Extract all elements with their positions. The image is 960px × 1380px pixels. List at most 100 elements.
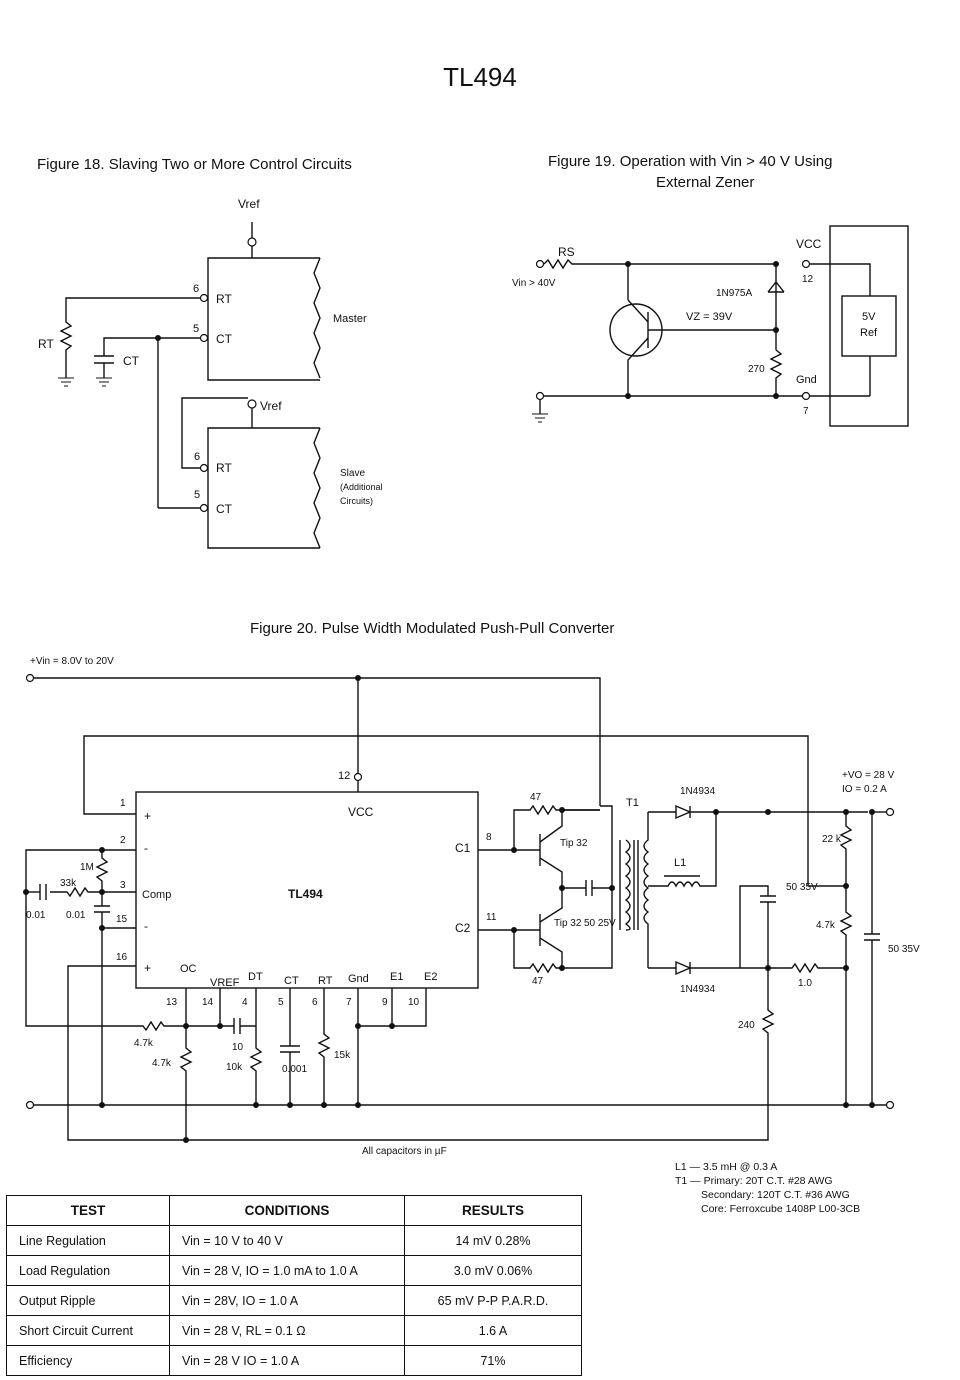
figure-18-schematic: Vref Master RT CT 6 5 RT CT Vref	[38, 197, 383, 549]
pin-e2: E2	[424, 971, 437, 983]
c001b-label: 0.01	[66, 910, 86, 921]
pin16-label: 16	[116, 952, 128, 963]
pin16-plus: +	[144, 961, 151, 975]
pin15-label: 15	[116, 914, 128, 925]
pin1-label: 1	[120, 798, 126, 809]
cell-test: Short Circuit Current	[6, 1315, 170, 1346]
slave-pin6-label: 6	[194, 451, 200, 463]
pin6-label: 6	[312, 997, 318, 1008]
r47-bot-label: 47	[532, 976, 544, 987]
pin-rt: RT	[318, 975, 333, 987]
r47k-a-label: 4.7k	[134, 1038, 154, 1049]
pin6-label: 6	[193, 283, 199, 295]
r33k-label: 33k	[60, 878, 77, 889]
ic-label: TL494	[288, 887, 323, 901]
pin1-plus: +	[144, 809, 151, 823]
t1-label: T1	[626, 797, 639, 809]
cell-results: 65 mV P-P P.A.R.D.	[404, 1285, 582, 1316]
pin2-label: 2	[120, 835, 126, 846]
pin9-label: 9	[382, 997, 388, 1008]
vz-label: VZ = 39V	[686, 311, 733, 323]
pin-ct: CT	[284, 975, 299, 987]
slave-label-1: Slave	[340, 468, 365, 479]
note-t1-secondary: Secondary: 120T C.T. #36 AWG	[701, 1189, 850, 1201]
rs-label: RS	[558, 245, 575, 259]
pin5-label: 5	[278, 997, 284, 1008]
capacitor-note: All capacitors in µF	[362, 1146, 447, 1157]
figure-19-caption-line1: Figure 19. Operation with Vin > 40 V Usi…	[548, 153, 833, 170]
master-label: Master	[333, 313, 367, 325]
slave-vref-label: Vref	[260, 399, 282, 413]
pin3-label: 3	[120, 880, 126, 891]
header-test: TEST	[6, 1195, 170, 1226]
table-row: Output Ripple Vin = 28V, IO = 1.0 A 65 m…	[6, 1285, 582, 1316]
cell-conditions: Vin = 28 V, IO = 1.0 mA to 1.0 A	[169, 1255, 405, 1286]
vref-label: Vref	[238, 197, 260, 211]
master-ct-label: CT	[216, 332, 233, 346]
figure-20-schematic: +Vin = 8.0V to 20V 12 VCC TL494 + - Comp…	[23, 656, 920, 1143]
cell-test: Output Ripple	[6, 1285, 170, 1316]
pin-gnd: Gnd	[348, 973, 369, 985]
tip32-bot-label: Tip 32	[554, 918, 582, 929]
vo-label: +VO = 28 V	[842, 770, 895, 781]
r10-label: 1.0	[798, 978, 812, 989]
zener-label: 1N975A	[716, 288, 752, 299]
l1-label: L1	[674, 857, 686, 869]
r10k-label: 10k	[226, 1062, 243, 1073]
table-row: Load Regulation Vin = 28 V, IO = 1.0 mA …	[6, 1255, 582, 1286]
table-row: Line Regulation Vin = 10 V to 40 V 14 mV…	[6, 1225, 582, 1256]
pin13-label: 13	[166, 997, 178, 1008]
figure-20-caption: Figure 20. Pulse Width Modulated Push-Pu…	[250, 620, 615, 637]
header-conditions: CONDITIONS	[169, 1195, 405, 1226]
rt-label: RT	[38, 337, 54, 351]
table-row: Efficiency Vin = 28 V IO = 1.0 A 71%	[6, 1345, 582, 1376]
comp-label: Comp	[142, 889, 171, 901]
c50-25-label: 50 25V	[584, 918, 616, 929]
cell-results: 71%	[404, 1345, 582, 1376]
cell-conditions: Vin = 28 V, RL = 0.1 Ω	[169, 1315, 405, 1346]
r270-label: 270	[748, 364, 765, 375]
pin7-label: 7	[803, 406, 809, 417]
pin-vref: VREF	[210, 977, 240, 989]
pin4-label: 4	[242, 997, 248, 1008]
page-title: TL494	[443, 62, 517, 92]
figure-19-schematic: RS Vin > 40V 1N975A VZ = 39V 270 VCC 12 …	[512, 225, 909, 427]
c2-label: C2	[455, 921, 471, 935]
figure-19-caption-line2: External Zener	[656, 174, 755, 191]
c1-label: C1	[455, 841, 471, 855]
diode-bot-label: 1N4934	[680, 984, 715, 995]
cell-results: 1.6 A	[404, 1315, 582, 1346]
r47k-c-label: 4.7k	[816, 920, 836, 931]
ref-label-2: Ref	[860, 327, 878, 339]
gnd-label: Gnd	[796, 374, 817, 386]
pin2-minus: -	[144, 841, 148, 855]
pin-e1: E1	[390, 971, 403, 983]
io-label: IO = 0.2 A	[842, 784, 887, 795]
tip32-top-label: Tip 32	[560, 838, 588, 849]
pin15-minus: -	[144, 919, 148, 933]
master-rt-label: RT	[216, 292, 232, 306]
ref-label-1: 5V	[862, 311, 876, 323]
slave-ct-label: CT	[216, 502, 233, 516]
note-t1-primary: T1 — Primary: 20T C.T. #28 AWG	[675, 1175, 833, 1187]
note-core: Core: Ferroxcube 1408P L00-3CB	[701, 1203, 861, 1215]
results-table: TEST CONDITIONS RESULTS Line Regulation …	[6, 1195, 582, 1376]
pin7-label: 7	[346, 997, 352, 1008]
slave-rt-label: RT	[216, 461, 232, 475]
pin8-label: 8	[486, 832, 492, 843]
c50-35a-label: 50 35V	[786, 882, 818, 893]
ct-label: CT	[123, 354, 140, 368]
vcc-label: VCC	[348, 805, 374, 819]
pin10-label: 10	[408, 997, 420, 1008]
r47-top-label: 47	[530, 792, 542, 803]
pin12-label: 12	[338, 770, 350, 782]
pin5-label: 5	[193, 323, 199, 335]
pin-dt: DT	[248, 971, 263, 983]
cell-test: Line Regulation	[6, 1225, 170, 1256]
r1m-label: 1M	[80, 862, 94, 873]
c10-label: 10	[232, 1042, 244, 1053]
table-header-row: TEST CONDITIONS RESULTS	[6, 1195, 582, 1226]
cell-conditions: Vin = 28V, IO = 1.0 A	[169, 1285, 405, 1316]
pin-oc: OC	[180, 963, 197, 975]
